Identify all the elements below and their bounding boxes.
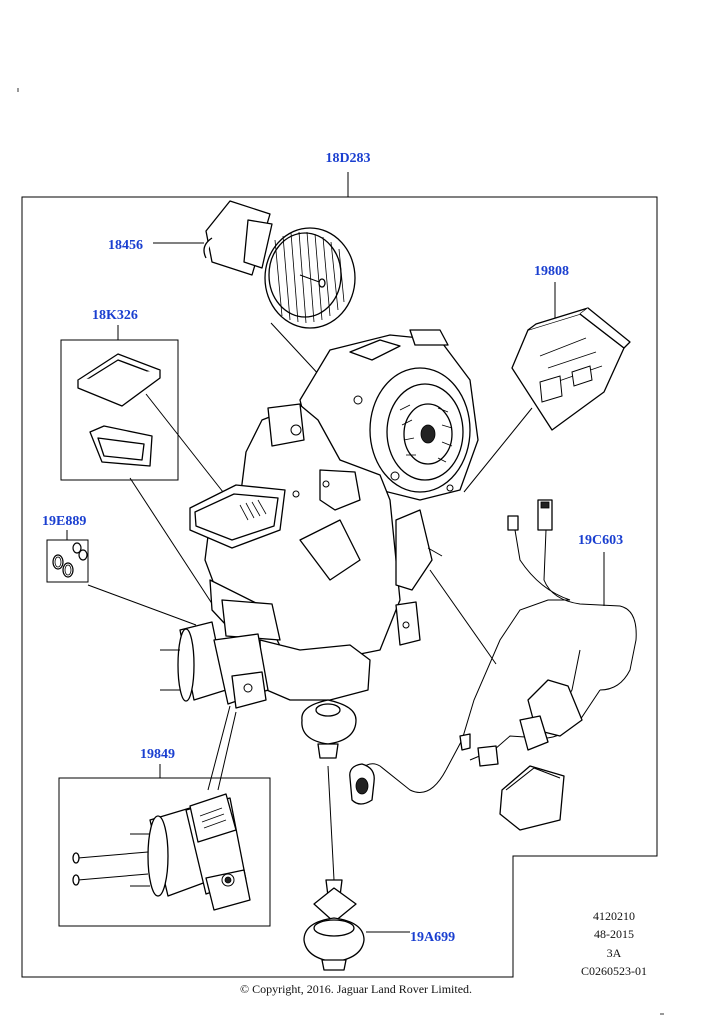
actuator-installed-drawing bbox=[160, 621, 269, 709]
callout-19E889[interactable]: 19E889 bbox=[42, 514, 86, 529]
actuator-box bbox=[58, 777, 271, 927]
ref-line-4: C0260523-01 bbox=[581, 964, 647, 978]
blower-motor-drawing bbox=[203, 200, 356, 329]
control-module-pointer bbox=[463, 407, 533, 493]
callout-18456[interactable]: 18456 bbox=[108, 238, 143, 253]
actuator-pointer-1 bbox=[207, 705, 231, 791]
callout-18D283[interactable]: 18D283 bbox=[325, 151, 370, 166]
control-module-drawing bbox=[511, 307, 631, 431]
drain-drawing bbox=[301, 699, 357, 759]
seal-kit-pointer-1 bbox=[145, 393, 235, 507]
callout-19A699[interactable]: 19A699 bbox=[410, 930, 455, 945]
callout-19808[interactable]: 19808 bbox=[534, 264, 569, 279]
hvac-housing-drawing bbox=[189, 329, 479, 701]
sensor-drawing bbox=[303, 879, 365, 971]
ref-line-3: 3A bbox=[607, 946, 622, 960]
ref-line-2: 48-2015 bbox=[594, 927, 634, 941]
assembly-frame bbox=[21, 196, 658, 978]
drain-pointer bbox=[327, 765, 335, 881]
blower-motor-pointer bbox=[270, 322, 323, 379]
actuator-part-drawing bbox=[72, 793, 251, 911]
oring-kit-parts bbox=[52, 542, 88, 578]
oring-kit-box bbox=[46, 539, 89, 583]
oring-kit-pointer bbox=[87, 584, 197, 626]
actuator-pointer-2 bbox=[217, 711, 237, 791]
callout-19849[interactable]: 19849 bbox=[140, 747, 175, 762]
seal-kit-parts bbox=[77, 353, 161, 467]
callout-19C603[interactable]: 19C603 bbox=[578, 533, 623, 548]
ref-line-1: 4120210 bbox=[593, 909, 635, 923]
seal-kit-box bbox=[60, 339, 179, 481]
copyright: © Copyright, 2016. Jaguar Land Rover Lim… bbox=[240, 982, 472, 996]
harness-pointer-1 bbox=[429, 569, 497, 665]
harness-pointer-2 bbox=[427, 547, 443, 557]
seal-kit-pointer-2 bbox=[129, 477, 225, 623]
wiring-harness-drawing bbox=[349, 499, 637, 831]
callout-18K326[interactable]: 18K326 bbox=[92, 308, 138, 323]
